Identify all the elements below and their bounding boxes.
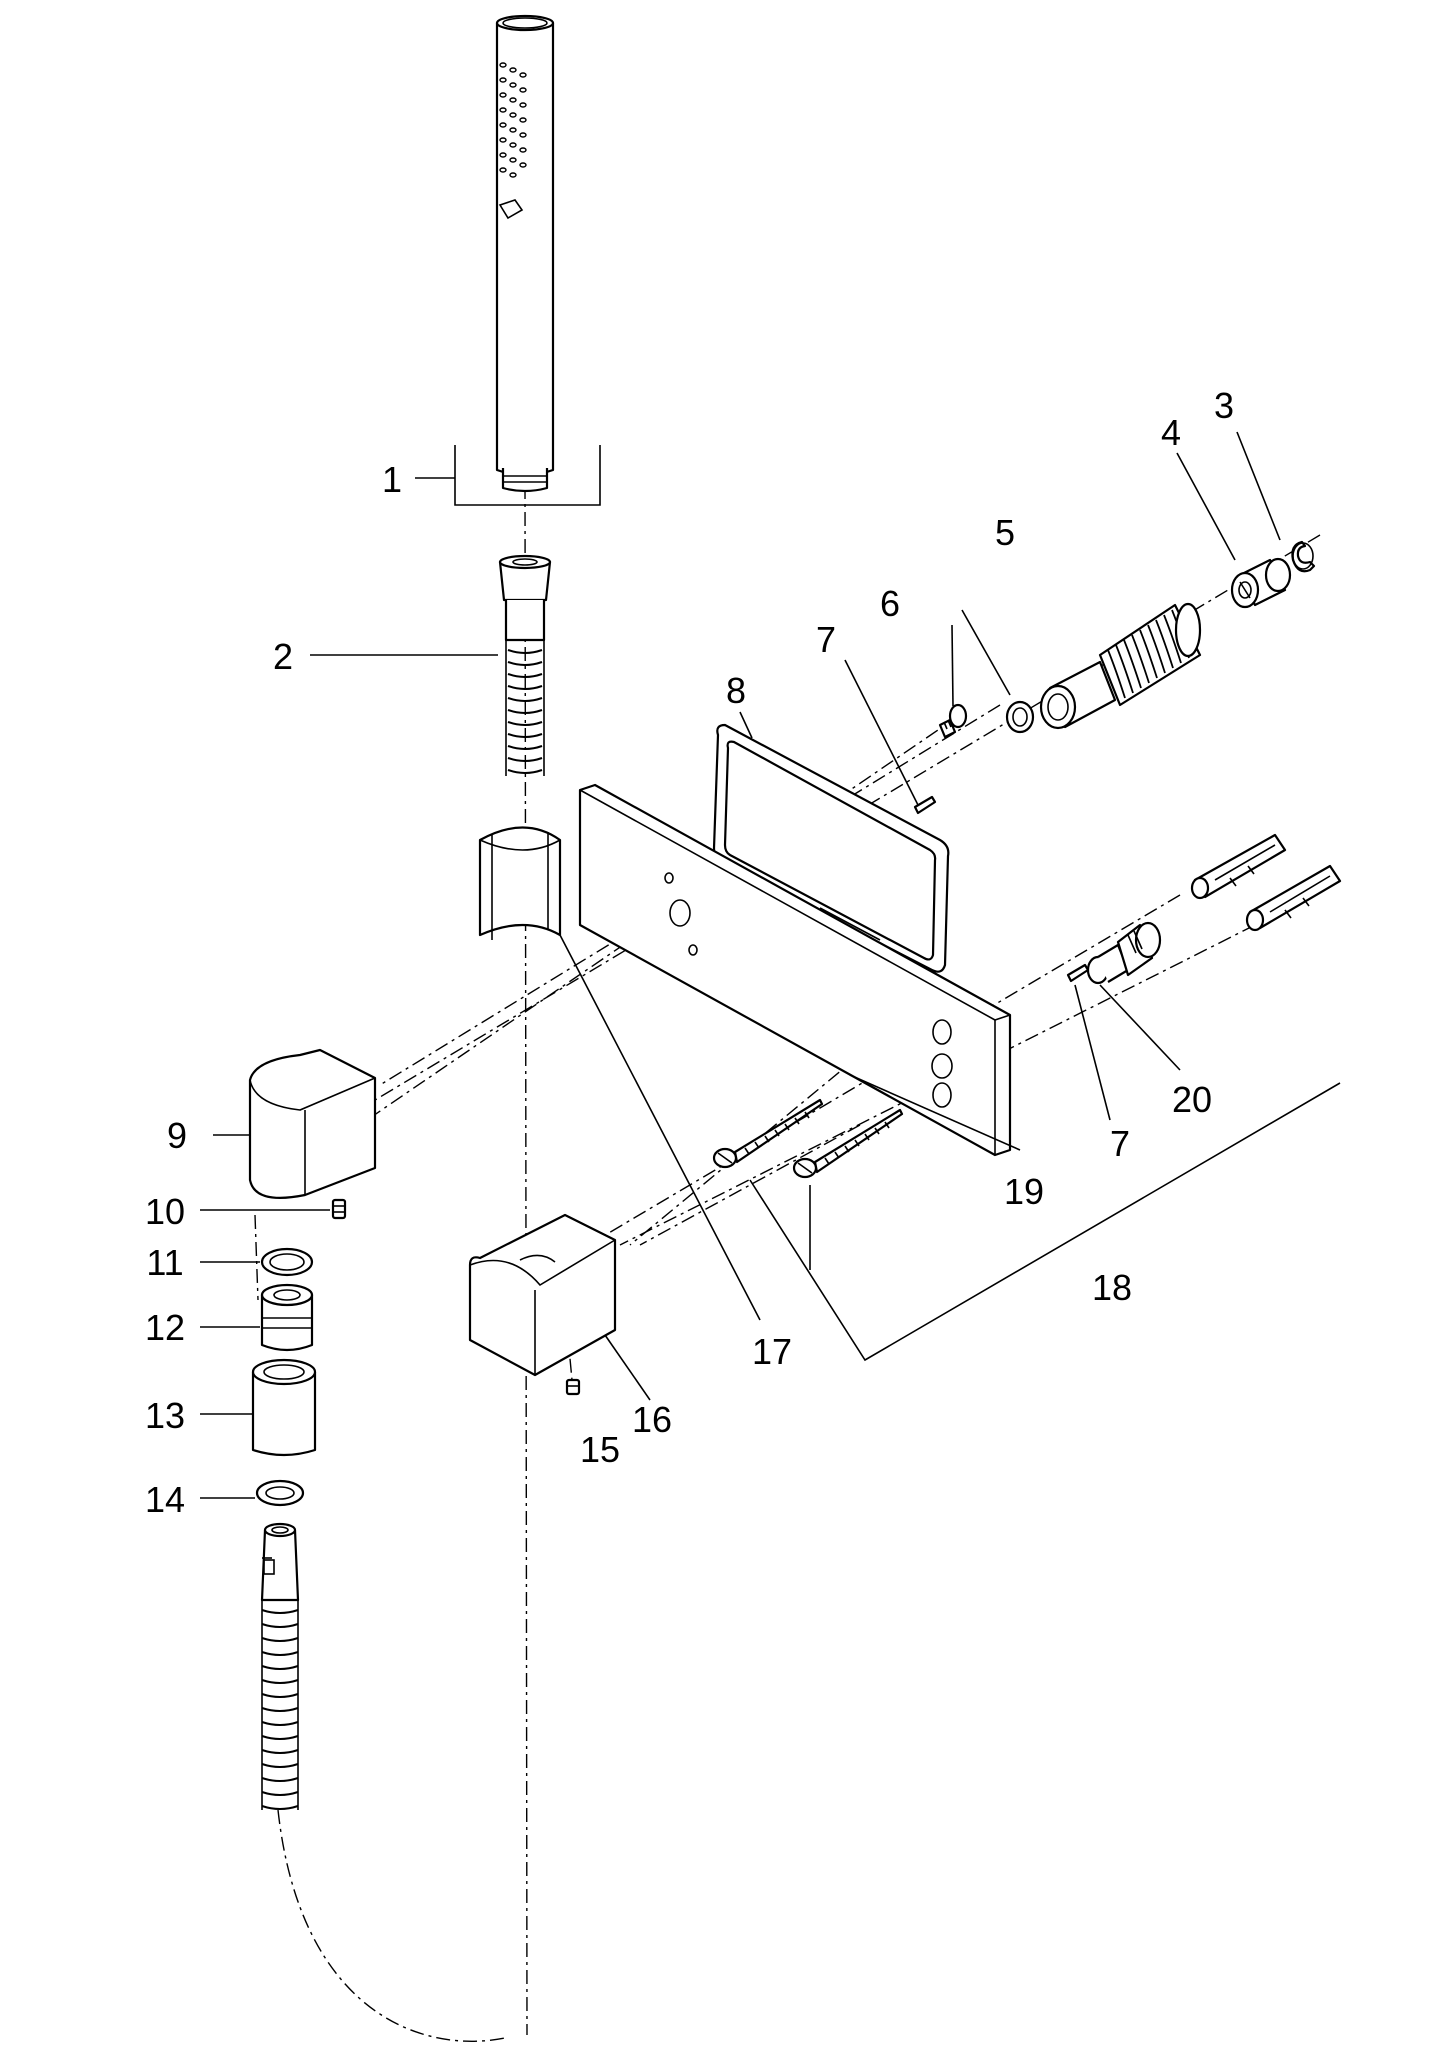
label-8: 8 bbox=[726, 670, 746, 711]
label-12: 12 bbox=[145, 1307, 185, 1348]
adapter-fitting bbox=[260, 1283, 314, 1352]
label-11: 11 bbox=[146, 1242, 183, 1283]
circlip bbox=[1291, 540, 1316, 573]
label-20: 20 bbox=[1172, 1079, 1212, 1120]
label-10: 10 bbox=[145, 1191, 185, 1232]
label-17: 17 bbox=[752, 1331, 792, 1372]
valve-cartridge bbox=[1005, 602, 1202, 734]
wall-connector bbox=[1086, 921, 1162, 985]
hose-connector bbox=[498, 554, 552, 776]
washer-14 bbox=[255, 1479, 305, 1507]
grub-screw-10 bbox=[331, 1198, 347, 1220]
shower-holder bbox=[468, 1213, 617, 1377]
wall-plate bbox=[578, 783, 1012, 1157]
shower-hose bbox=[260, 1522, 300, 1810]
part-1-bracket bbox=[415, 445, 601, 506]
seal-ring-11 bbox=[260, 1247, 314, 1277]
wood-screw-2 bbox=[792, 1108, 904, 1179]
pin-7-lower bbox=[1066, 963, 1090, 983]
hand-shower bbox=[495, 14, 555, 493]
screw-6 bbox=[938, 703, 968, 739]
label-6: 6 bbox=[880, 583, 900, 624]
part-labels: 1 2 3 4 5 6 7 8 9 10 11 12 13 14 15 16 1… bbox=[145, 385, 1234, 1520]
label-3: 3 bbox=[1214, 385, 1234, 426]
label-7-lower: 7 bbox=[1110, 1123, 1130, 1164]
leader-lines bbox=[200, 431, 1341, 1499]
cover-cap bbox=[248, 1048, 377, 1199]
gasket-frame bbox=[712, 723, 950, 973]
wall-plug-2 bbox=[1245, 864, 1342, 932]
label-1: 1 bbox=[382, 459, 402, 500]
label-7-upper: 7 bbox=[816, 619, 836, 660]
label-4: 4 bbox=[1161, 412, 1181, 453]
label-16: 16 bbox=[632, 1399, 672, 1440]
holder-sleeve bbox=[478, 826, 562, 940]
flow-regulator bbox=[1230, 557, 1292, 609]
label-5: 5 bbox=[995, 512, 1015, 553]
pin-7-upper bbox=[913, 795, 937, 815]
label-2: 2 bbox=[273, 636, 293, 677]
label-19: 19 bbox=[1004, 1171, 1044, 1212]
spray-nozzle-pattern bbox=[499, 62, 527, 178]
label-13: 13 bbox=[145, 1395, 185, 1436]
wall-plug-1 bbox=[1190, 833, 1287, 900]
label-14: 14 bbox=[145, 1479, 185, 1520]
assembly-axes bbox=[254, 484, 1321, 2042]
label-18: 18 bbox=[1092, 1267, 1132, 1308]
grub-screw-15 bbox=[565, 1378, 581, 1396]
sleeve-nut bbox=[251, 1358, 317, 1457]
label-15: 15 bbox=[580, 1429, 620, 1470]
wood-screw-1 bbox=[712, 1098, 824, 1169]
label-9: 9 bbox=[167, 1115, 187, 1156]
logo-mark bbox=[498, 199, 524, 220]
